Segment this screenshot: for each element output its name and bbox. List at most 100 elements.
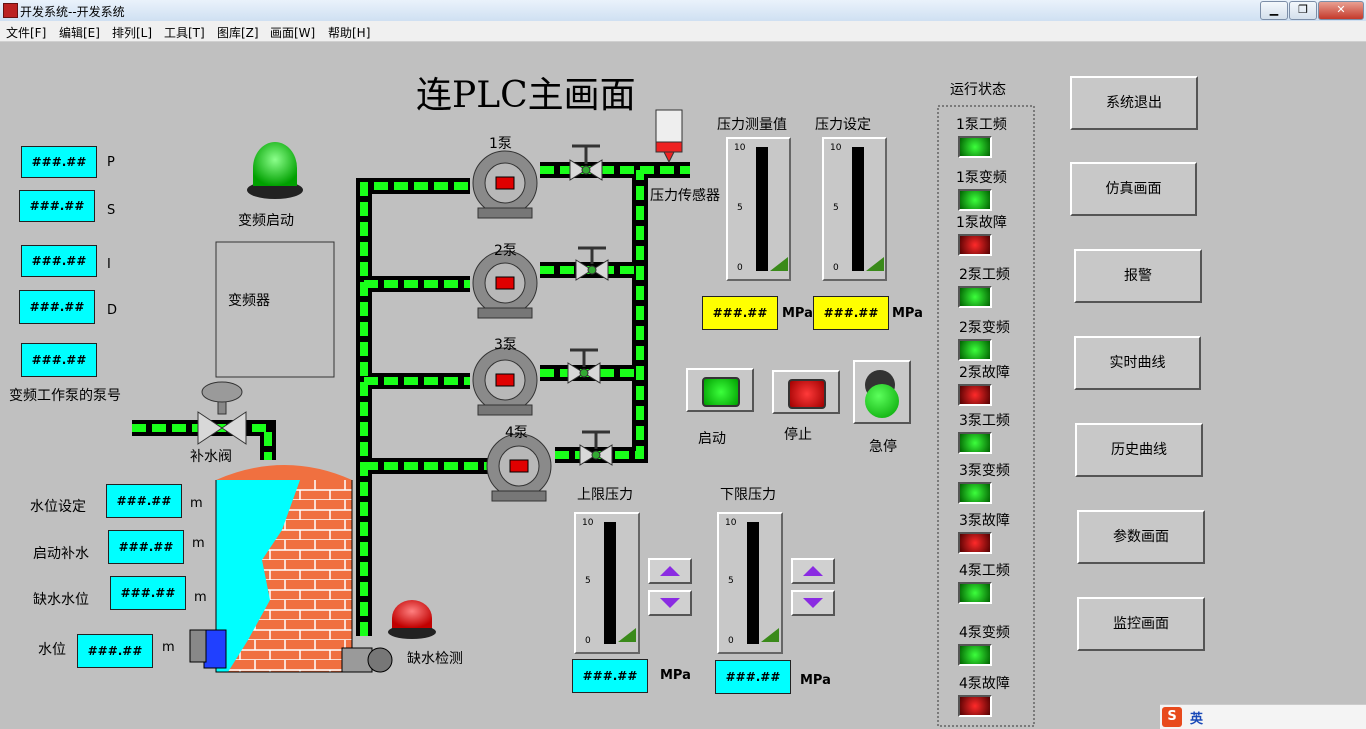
menu-tools[interactable]: 工具[T] [164, 26, 205, 40]
d-label: D [107, 303, 118, 318]
menu-file[interactable]: 文件[F] [6, 26, 47, 40]
i-display[interactable]: ###.## [21, 245, 97, 277]
shortage-detect-label: 缺水检测 [407, 651, 463, 667]
menu-screen[interactable]: 画面[W] [270, 26, 316, 40]
gauge-tick: 5 [585, 576, 591, 586]
app-icon [3, 3, 18, 18]
minimize-button[interactable]: ▁ [1260, 1, 1288, 20]
status-label: 3泵变频 [959, 463, 1010, 479]
pressure-set-label: 压力设定 [815, 117, 871, 133]
realtime-trend-button[interactable]: 实时曲线 [1074, 336, 1201, 390]
upper-limit-increase-button[interactable] [648, 558, 692, 584]
s-label: S [107, 203, 116, 218]
pressure-set-display[interactable]: ###.## [813, 296, 889, 330]
start-button[interactable] [686, 368, 754, 412]
simulation-screen-button[interactable]: 仿真画面 [1070, 162, 1197, 216]
menu-library[interactable]: 图库[Z] [217, 26, 259, 40]
status-title: 运行状态 [950, 82, 1006, 98]
s-display[interactable]: ###.## [19, 190, 95, 222]
emergency-stop-button[interactable] [853, 360, 911, 424]
status-lamp [958, 189, 992, 211]
p-label: P [107, 155, 115, 170]
monitor-screen-button[interactable]: 监控画面 [1077, 597, 1205, 651]
shortage-display[interactable]: ###.## [110, 576, 186, 610]
alarm-button[interactable]: 报警 [1074, 249, 1202, 303]
status-label: 4泵变频 [959, 625, 1010, 641]
status-lamp [958, 695, 992, 717]
gauge-tick: 5 [728, 576, 734, 586]
pump-2 [472, 250, 538, 319]
status-lamp [958, 582, 992, 604]
pressure-measure-label: 压力测量值 [717, 117, 787, 133]
level-set-display[interactable]: ###.## [106, 484, 182, 518]
vfd-start-lamp [247, 142, 303, 199]
status-lamp [958, 482, 992, 504]
upper-limit-display[interactable]: ###.## [572, 659, 648, 693]
close-button[interactable]: ✕ [1318, 1, 1364, 20]
water-shortage-lamp [388, 600, 436, 639]
status-lamp [958, 532, 992, 554]
makeup-valve [197, 381, 247, 445]
pump-1-label: 1泵 [489, 136, 512, 152]
pressure-measure-gauge: 10 5 0 [726, 137, 791, 281]
pump-3-label: 3泵 [494, 337, 517, 353]
pump-no-display[interactable]: ###.## [21, 343, 97, 377]
pressure-set-unit: MPa [892, 306, 923, 321]
refill-display[interactable]: ###.## [108, 530, 184, 564]
status-lamp [958, 234, 992, 256]
gauge-tick: 0 [585, 636, 591, 646]
status-lamp [958, 136, 992, 158]
level-pump-motor [341, 647, 393, 673]
history-trend-button[interactable]: 历史曲线 [1075, 423, 1203, 477]
lower-limit-decrease-button[interactable] [791, 590, 835, 616]
estop-label: 急停 [869, 439, 897, 455]
status-label: 1泵工频 [956, 117, 1007, 133]
lower-limit-display[interactable]: ###.## [715, 660, 791, 694]
maximize-button[interactable]: ❐ [1289, 1, 1317, 20]
shortage-label: 缺水水位 [33, 592, 89, 608]
parameter-screen-button[interactable]: 参数画面 [1077, 510, 1205, 564]
menu-help[interactable]: 帮助[H] [328, 26, 371, 40]
menu-edit[interactable]: 编辑[E] [59, 26, 100, 40]
exit-system-button[interactable]: 系统退出 [1070, 76, 1198, 130]
gauge-tick: 0 [728, 636, 734, 646]
gauge-tick: 10 [734, 143, 746, 153]
shortage-unit: m [194, 590, 207, 605]
window-title: 开发系统--开发系统 [20, 5, 125, 19]
status-lamp [958, 384, 992, 406]
pressure-sensor-graphic [655, 109, 683, 164]
status-label: 2泵变频 [959, 320, 1010, 336]
lower-limit-increase-button[interactable] [791, 558, 835, 584]
gauge-tick: 0 [833, 263, 839, 273]
stop-button[interactable] [772, 370, 840, 414]
water-tank [189, 465, 353, 673]
vfd-start-label: 变频启动 [238, 213, 294, 229]
status-label: 4泵故障 [959, 676, 1010, 692]
menu-arrange[interactable]: 排列[L] [112, 26, 153, 40]
p-display[interactable]: ###.## [21, 146, 97, 178]
gauge-tick: 5 [833, 203, 839, 213]
status-label: 1泵故障 [956, 215, 1007, 231]
upper-limit-decrease-button[interactable] [648, 590, 692, 616]
status-frame [937, 105, 1035, 727]
refill-label: 启动补水 [33, 546, 89, 562]
level-display[interactable]: ###.## [77, 634, 153, 668]
gauge-tick: 10 [830, 143, 842, 153]
outlet-valve-2 [575, 246, 609, 281]
lower-limit-unit: MPa [800, 673, 831, 688]
pump-3 [472, 347, 538, 416]
pressure-measure-unit: MPa [782, 306, 813, 321]
d-display[interactable]: ###.## [19, 290, 95, 324]
pressure-sensor-label: 压力传感器 [650, 188, 720, 204]
outlet-valve-4 [579, 430, 613, 466]
vfd-label: 变频器 [228, 293, 270, 309]
level-label: 水位 [38, 642, 66, 658]
status-label: 1泵变频 [956, 170, 1007, 186]
status-label: 3泵工频 [959, 413, 1010, 429]
pressure-measure-display[interactable]: ###.## [702, 296, 778, 330]
pump-4 [486, 433, 552, 502]
ime-logo-icon[interactable]: S [1162, 707, 1182, 727]
ime-language[interactable]: 英 [1190, 712, 1204, 727]
upper-limit-label: 上限压力 [577, 487, 633, 503]
